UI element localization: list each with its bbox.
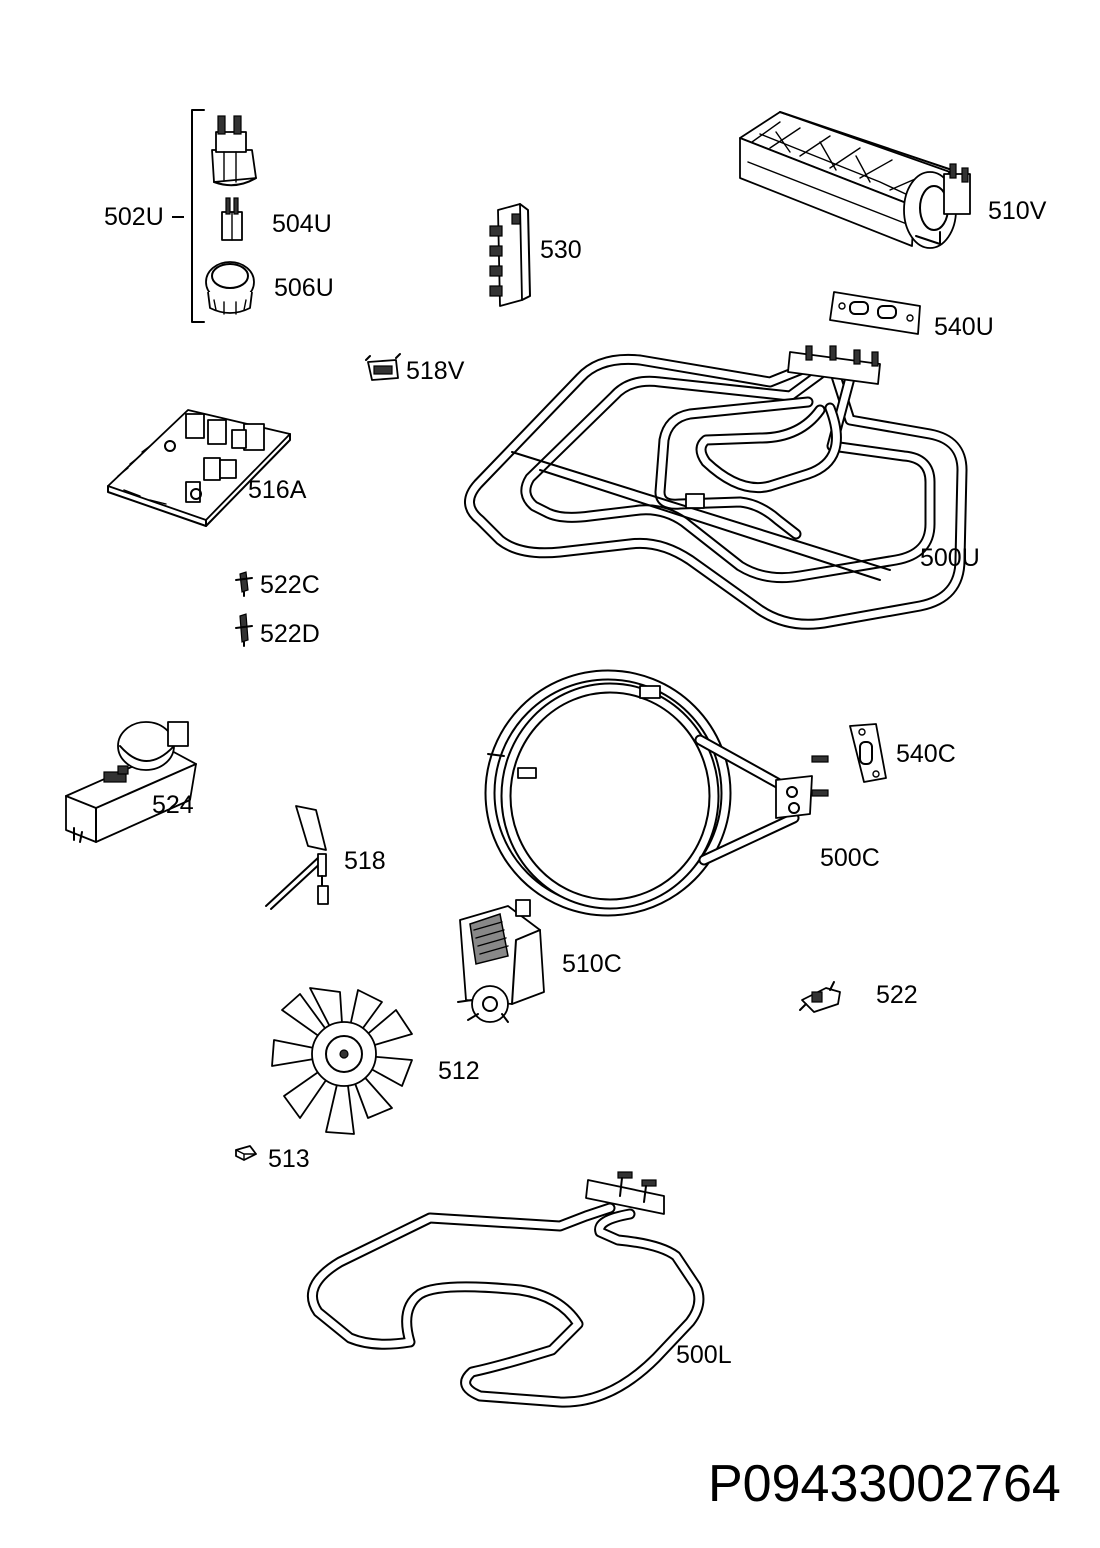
label-522: 522 — [876, 981, 918, 1009]
bracket-leader-line — [172, 216, 184, 218]
circular-element-500C-part — [484, 669, 829, 917]
label-504U: 504U — [272, 210, 332, 238]
label-518: 518 — [344, 847, 386, 875]
label-500U: 500U — [920, 544, 980, 572]
label-502U: 502U — [104, 203, 164, 231]
label-513: 513 — [268, 1145, 310, 1173]
thermal-cutout-518V-part — [365, 353, 401, 381]
connector-504U-part — [221, 197, 243, 241]
label-518V: 518V — [406, 357, 465, 385]
label-506U: 506U — [274, 274, 334, 302]
gasket-540C-part — [849, 723, 887, 783]
control-board-516A-part — [107, 409, 291, 527]
label-516A: 516A — [248, 476, 307, 504]
label-522D: 522D — [260, 620, 320, 648]
label-522C: 522C — [260, 571, 320, 599]
clip-522D-part — [235, 613, 253, 647]
document-number: P09433002764 — [708, 1455, 1061, 1513]
gasket-540U-part — [829, 291, 921, 335]
label-524: 524 — [152, 791, 194, 819]
label-540U: 540U — [934, 313, 994, 341]
thermostat-switch-part — [211, 115, 257, 187]
fan-blade-512-part — [271, 987, 413, 1135]
clip-522C-part — [235, 571, 253, 597]
label-540C: 540C — [896, 740, 956, 768]
label-530: 530 — [540, 236, 582, 264]
knob-506U-part — [205, 261, 255, 315]
convection-motor-510C-part — [457, 899, 545, 1023]
bottom-element-500L-part — [306, 1171, 705, 1408]
label-512: 512 — [438, 1057, 480, 1085]
grill-element-500U-part — [464, 345, 968, 630]
door-lock-524-part — [65, 721, 197, 843]
label-500L: 500L — [676, 1341, 732, 1369]
label-510V: 510V — [988, 197, 1047, 225]
label-510C: 510C — [562, 950, 622, 978]
group-bracket-502U — [191, 109, 205, 323]
clip-522-part — [799, 981, 841, 1013]
tangential-fan-510V-part — [739, 111, 971, 249]
label-500C: 500C — [820, 844, 880, 872]
terminal-block-530-part — [489, 203, 531, 307]
nut-513-part — [235, 1145, 257, 1161]
temperature-sensor-518-part — [265, 805, 329, 910]
